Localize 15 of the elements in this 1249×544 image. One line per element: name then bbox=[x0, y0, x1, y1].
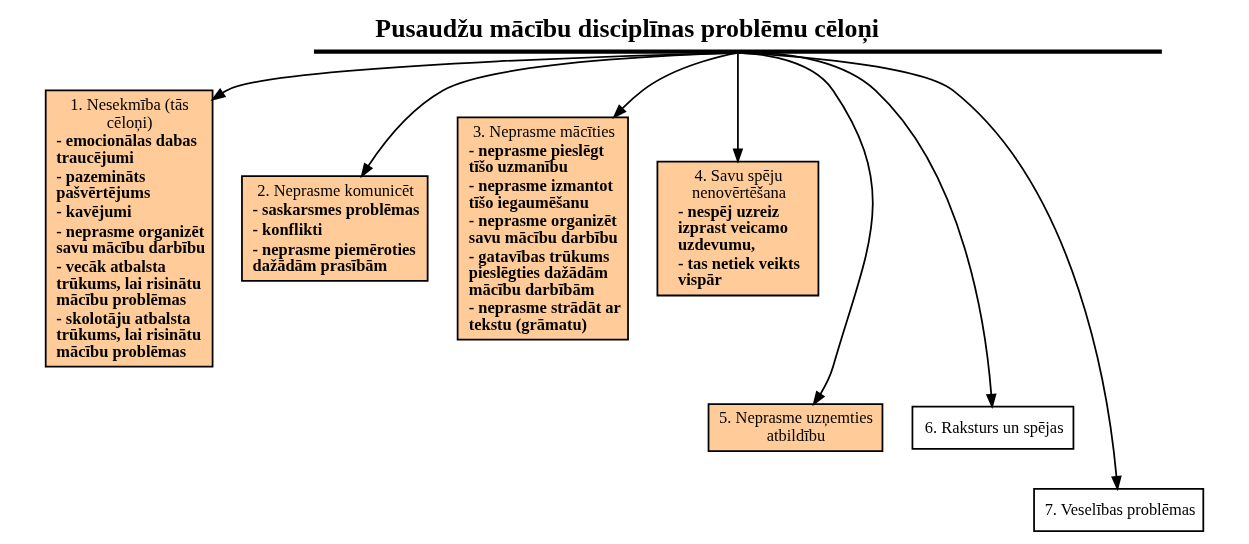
arrow bbox=[732, 52, 744, 164]
arrow bbox=[360, 51, 739, 179]
arrow bbox=[737, 51, 1122, 492]
diagram-title: Pusaudžu mācību disciplīnas problēmu cēloņi bbox=[375, 14, 879, 44]
arrow bbox=[759, 51, 997, 410]
node-box: 6. Raksturs un spējas bbox=[911, 405, 1075, 450]
node-box: 7. Veselības problēmas bbox=[1033, 487, 1205, 532]
node-bar bbox=[313, 49, 1162, 54]
arrow bbox=[612, 51, 739, 120]
node-box: 5. Neprasme uzņemties atbildību bbox=[707, 403, 884, 453]
node-box: 4. Savu spēju nenovērtēšana - nespēj uzreiz izprast veicamo uzdevumu, - tas netiek veikts vispār bbox=[656, 160, 820, 297]
node-box: 1. Nesekmība (tās cēloņi) - emocionālas dabas traucējumi - pazemināts pašvērtējums - kavējumi - neprasme organizēt savu mācību darbību - vecāk atbalsta trūkums, lai risinātu mācību problēmas - skolotāju atbalsta trūkums, lai risinātu mācību problēmas bbox=[44, 89, 214, 368]
arrow bbox=[737, 51, 874, 407]
node-box: 3. Neprasme mācīties - neprasme pieslēgt tīšo uzmanību - neprasme izmantot tīšo iegaumēšanu - neprasme organizēt savu mācību darbību - gatavības trūkums pieslēgties dažādām mācību darbībām - neprasme strādāt ar tekstu (grāmatu) bbox=[456, 116, 629, 341]
node-box: 2. Neprasme komunicēt - saskarsmes problēmas - konflikti - neprasme piemēroties dažādām prasībām bbox=[241, 175, 429, 282]
